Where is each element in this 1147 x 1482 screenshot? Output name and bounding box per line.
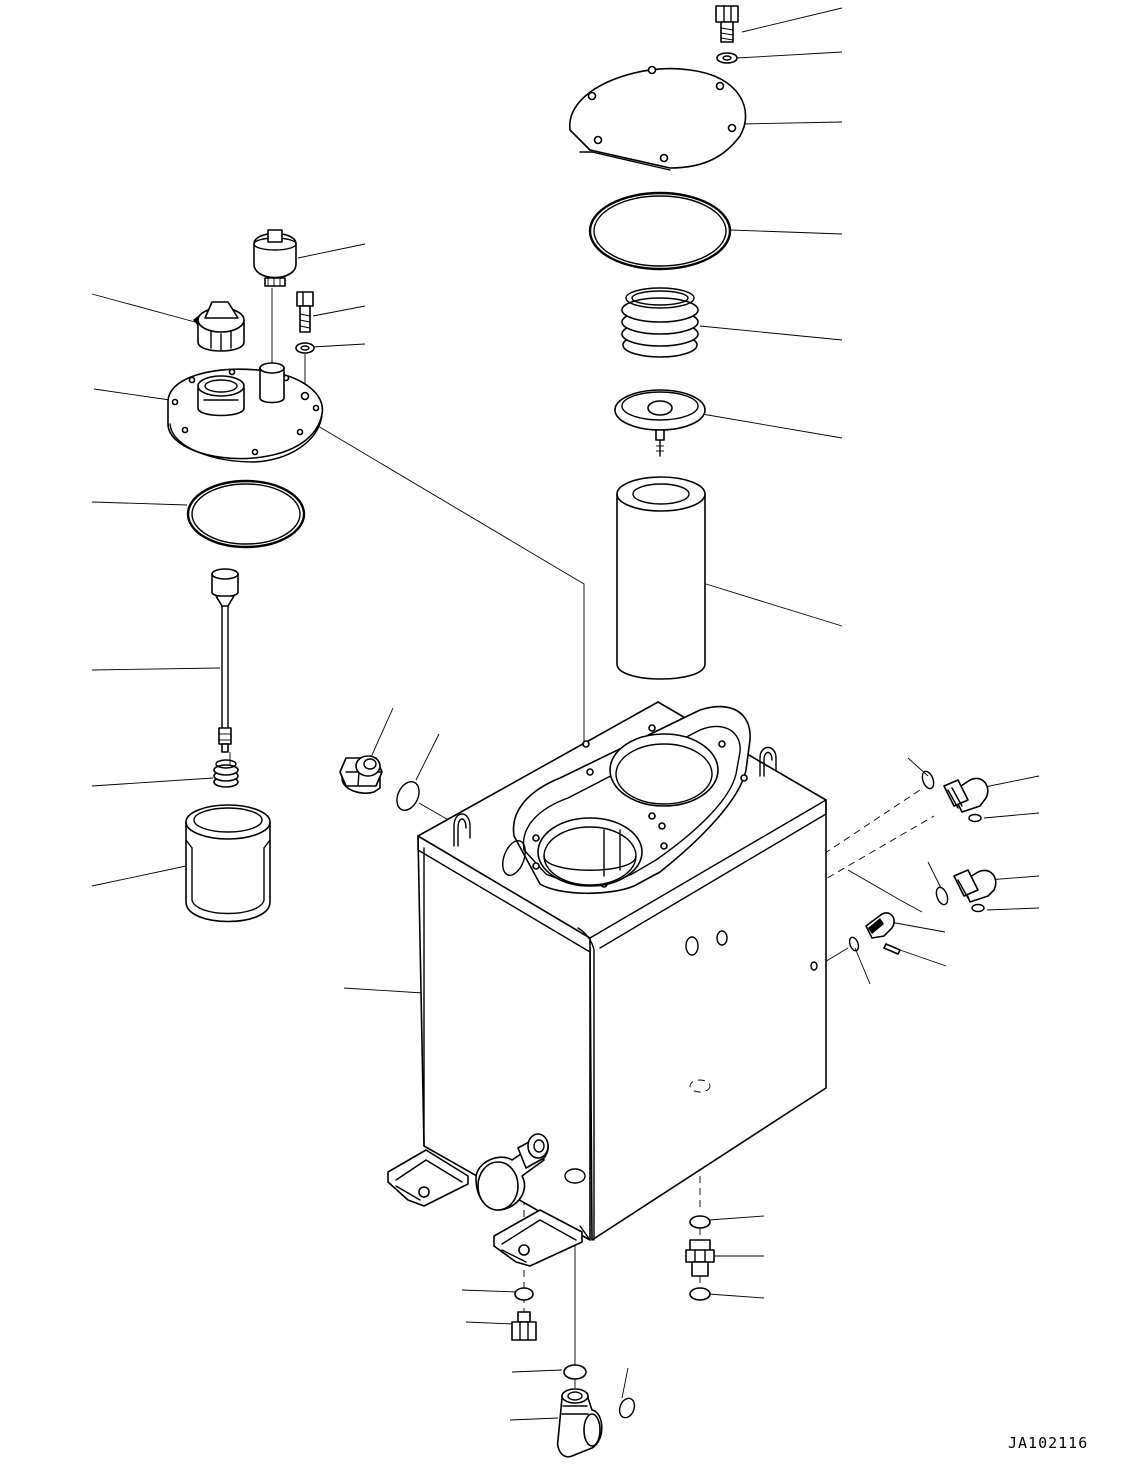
small-bolt-part — [297, 292, 313, 332]
spring-part — [622, 288, 698, 357]
hydraulic-tank-part — [418, 702, 826, 1240]
bottom-elbow-part — [558, 1365, 637, 1457]
filter-head-part — [168, 363, 322, 462]
filter-cartridge-part — [186, 805, 270, 922]
cover-plate-part — [570, 67, 746, 171]
large-o-ring-part — [590, 193, 730, 269]
drain-plug-part — [512, 1288, 536, 1340]
small-elbow-part — [848, 913, 900, 954]
plug-o-ring-part — [393, 778, 424, 814]
small-spring-part — [214, 760, 238, 787]
small-washer-part — [296, 343, 314, 353]
dipstick-part — [212, 569, 238, 752]
tank-brackets-part — [388, 1150, 582, 1266]
small-o-ring-part — [188, 481, 304, 547]
pressure-sensor-part — [254, 230, 296, 286]
suction-fitting-part — [476, 1134, 548, 1210]
plug-part — [340, 756, 382, 793]
bottom-connector-part — [686, 1216, 714, 1300]
leader-lines — [92, 8, 1039, 1420]
elbow-fitting-lower-part — [934, 870, 996, 912]
filter-element-part — [617, 477, 705, 679]
filler-cap-part — [193, 302, 244, 351]
bolt-part — [716, 6, 738, 42]
washer-part — [717, 53, 737, 63]
valve-disc-part — [615, 390, 705, 456]
elbow-fitting-upper-part — [920, 770, 988, 822]
drawing-code: JA102116 — [1008, 1434, 1089, 1452]
